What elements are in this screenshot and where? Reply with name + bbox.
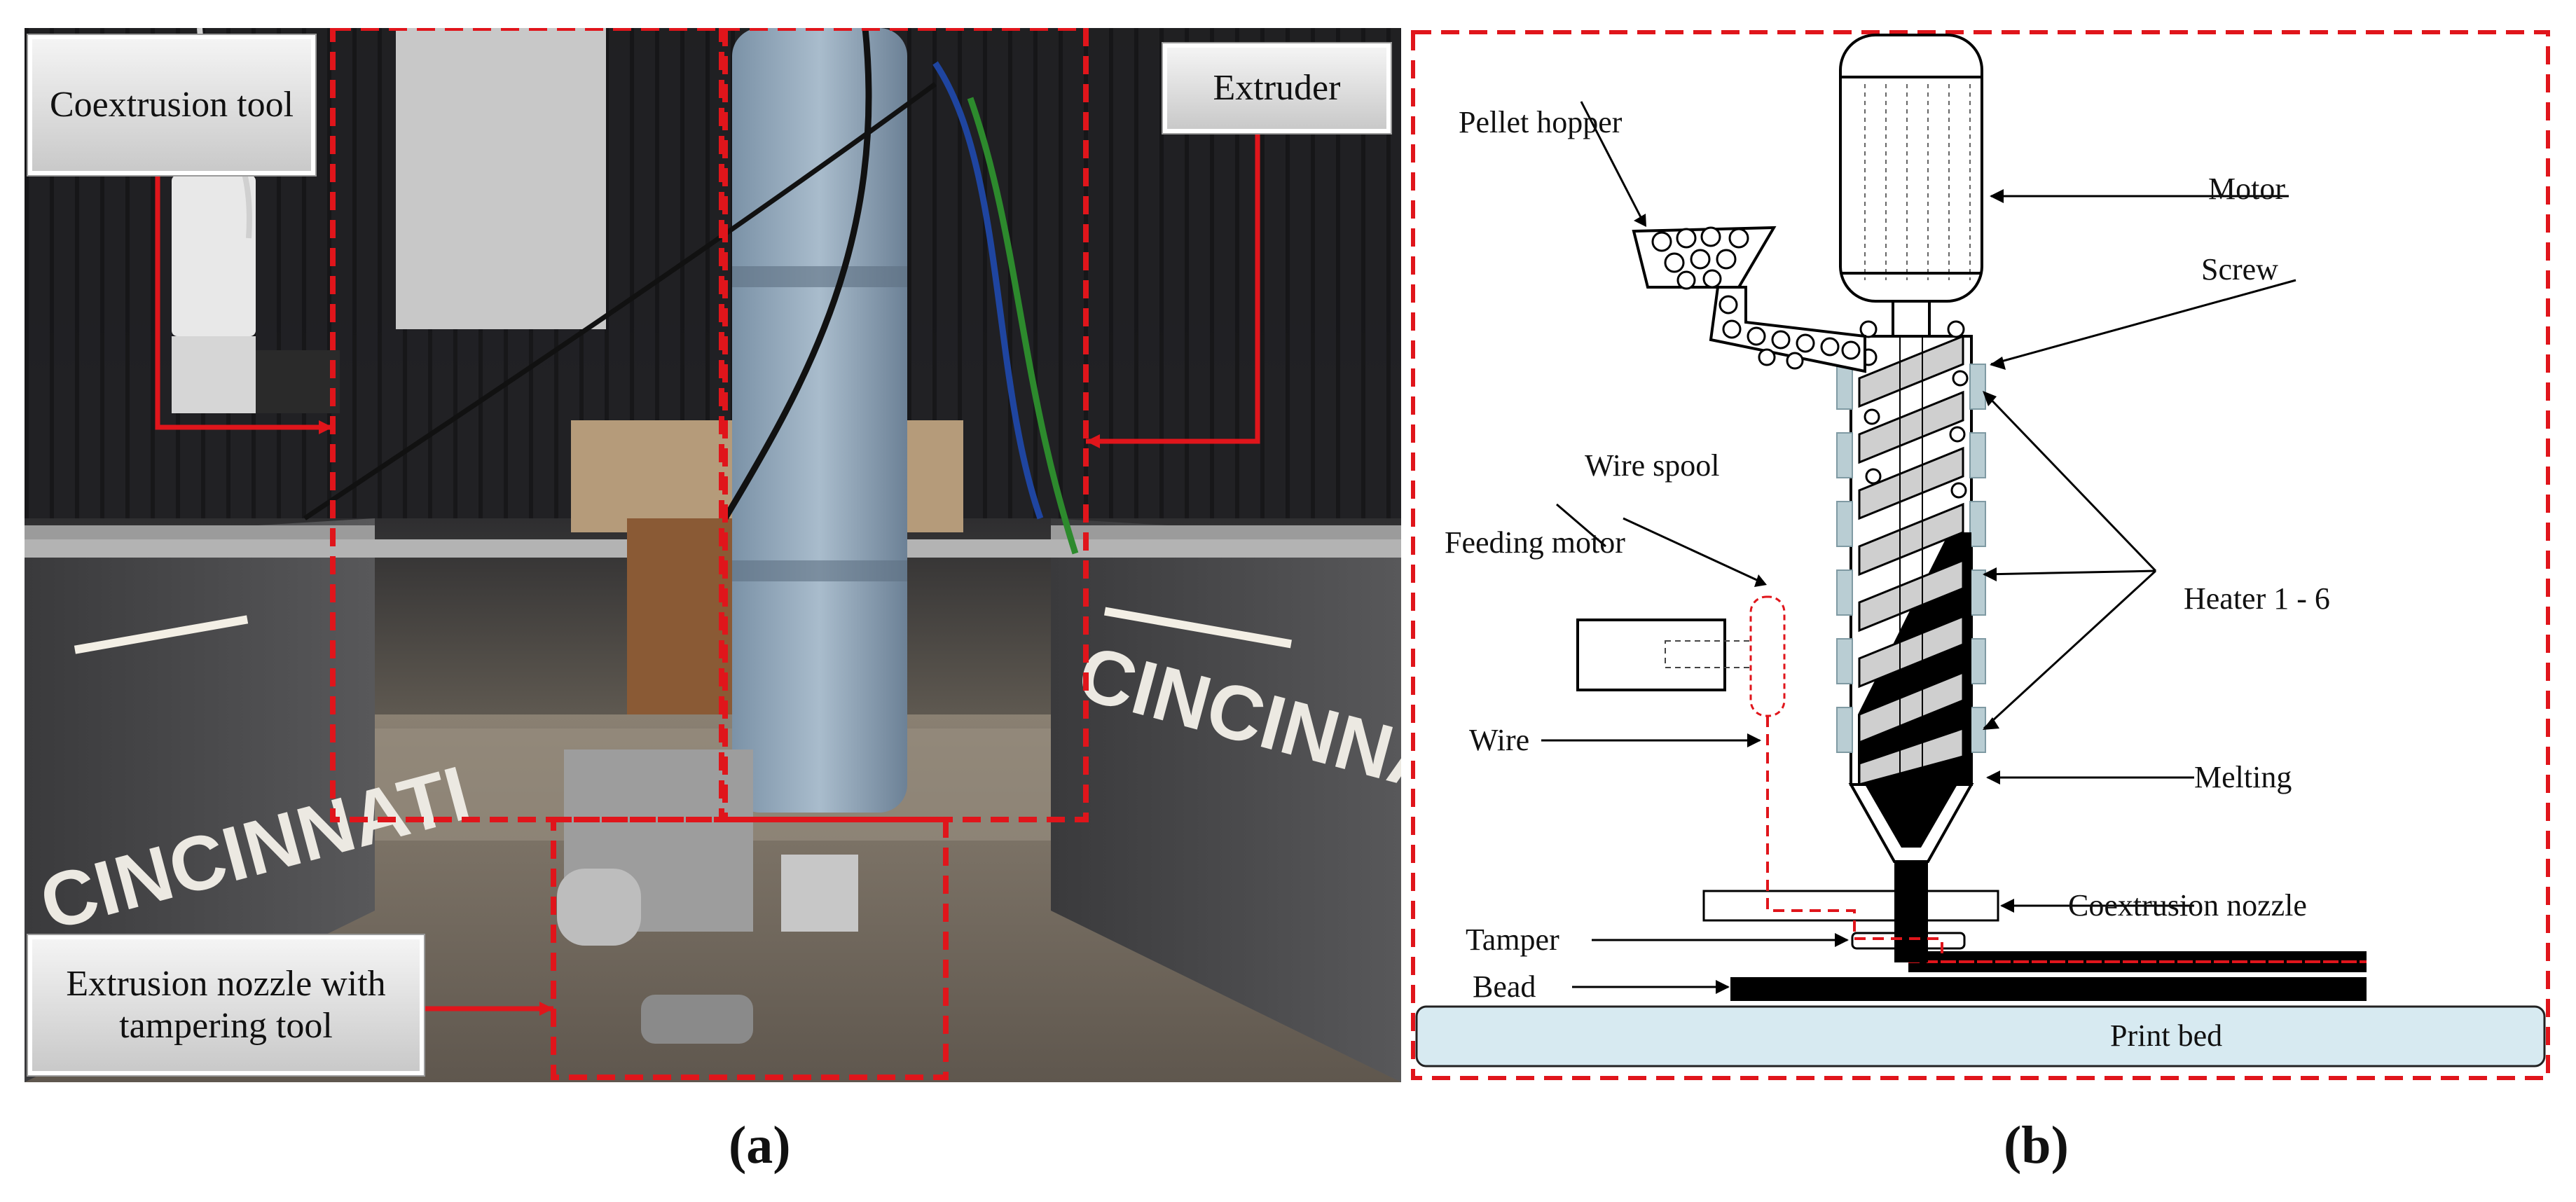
coextrusion-tool-highlight (330, 28, 728, 822)
label-wire: Wire (1469, 723, 1530, 757)
extruder-schematic (1411, 30, 2550, 1080)
label-heater: Heater 1 - 6 (2184, 581, 2330, 616)
label-print-bed: Print bed (2110, 1018, 2223, 1053)
heater-bands (1836, 364, 1986, 753)
label-bead: Bead (1473, 969, 1536, 1004)
extruder-connector (1086, 133, 1260, 444)
schematic-panel: Pellet hopper Motor Screw Wire spool Fee… (1410, 28, 2554, 1082)
screw (1858, 334, 1964, 786)
coextrusion-nozzle (1702, 890, 1999, 922)
callout-coextrusion-tool: Coextrusion tool (28, 35, 315, 175)
label-motor: Motor (2208, 172, 2285, 206)
motor (1839, 34, 1983, 303)
label-coextrusion-nozzle: Coextrusion nozzle (2068, 888, 2307, 923)
feeding-motor (1576, 619, 1726, 691)
wire-path (1766, 716, 2367, 963)
schematic-frame (1411, 30, 2550, 1080)
coextrusion-connector (155, 175, 333, 430)
label-melting: Melting (2194, 760, 2292, 794)
leader-lines (1541, 195, 2296, 988)
panel-label-a: (a) (729, 1116, 791, 1175)
bead-lower (1730, 977, 2367, 1001)
wire-spool (1749, 595, 1786, 717)
label-tamper: Tamper (1466, 923, 1559, 957)
label-wire-spool: Wire spool (1585, 448, 1720, 483)
label-screw: Screw (2201, 252, 2278, 286)
photo-panel: CINCINNATI CINCINNATI (25, 28, 1401, 1082)
callout-extruder: Extruder (1163, 43, 1391, 133)
label-pellet-hopper: Pellet hopper (1459, 105, 1623, 139)
extruder-highlight (719, 28, 1089, 822)
print-bed (1415, 1005, 2546, 1068)
machine-photo: CINCINNATI CINCINNATI (25, 28, 1401, 1082)
callout-extrusion-nozzle: Extrusion nozzle with tampering tool (28, 935, 424, 1075)
nozzle-highlight (551, 817, 949, 1080)
coextrusion-motor (172, 175, 256, 336)
insulated-barrel (732, 28, 907, 813)
panel-label-b: (b) (2004, 1116, 2069, 1175)
label-feeding-motor: Feeding motor (1445, 525, 1625, 560)
